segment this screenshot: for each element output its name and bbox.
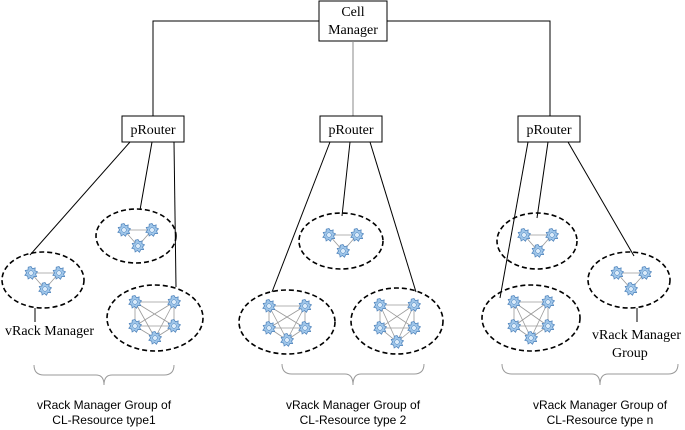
- server-node-icon: [262, 299, 276, 313]
- server-node-icon: [167, 295, 181, 309]
- vrack-manager-label: vRack Manager: [5, 324, 94, 339]
- vrack-cluster-1a: [1, 251, 85, 309]
- prouter-2-link-c: [369, 141, 417, 293]
- vrack-cluster-1c: [106, 284, 204, 352]
- cell-manager-box: Cell Manager: [318, 0, 388, 42]
- prouter-3-box: pRouter: [517, 115, 581, 143]
- group-3-caption-line2: CL-Resource type n: [547, 413, 654, 427]
- prouter-1-link-b: [139, 141, 153, 211]
- prouter-2-link-b: [341, 141, 351, 217]
- server-node-icon: [373, 298, 387, 312]
- server-node-icon: [507, 295, 521, 309]
- group-2-caption-line2: CL-Resource type 2: [300, 413, 407, 427]
- server-node-icon: [541, 319, 555, 333]
- server-node-icon: [128, 319, 142, 333]
- vrack-manager-group-label-line1: vRack Manager: [592, 328, 681, 343]
- prouter-2-link-a: [271, 141, 331, 293]
- server-node-icon: [610, 266, 624, 280]
- prouter-3-link-b: [536, 141, 549, 219]
- server-node-icon: [541, 295, 555, 309]
- server-node-icon: [298, 321, 312, 335]
- server-node-icon: [117, 223, 131, 237]
- vrack-cluster-3b: [481, 284, 581, 352]
- server-node-icon: [167, 319, 181, 333]
- vrack-cluster-3c: [587, 251, 671, 309]
- server-node-icon: [517, 228, 531, 242]
- vrack-cluster-2c: [350, 287, 444, 355]
- vrack-cluster-2a: [298, 212, 384, 270]
- prouter-3-link-a: [499, 141, 529, 299]
- server-node-icon: [322, 228, 336, 242]
- cell-to-prouter-1-link: [152, 20, 319, 116]
- server-node-icon: [507, 319, 521, 333]
- server-node-icon: [407, 298, 421, 312]
- cell-manager-label-line2: Manager: [328, 23, 378, 38]
- prouter-2-label: pRouter: [328, 123, 373, 138]
- vrack-manager-group-label-line2: Group: [612, 346, 648, 361]
- server-node-icon: [524, 331, 538, 345]
- server-node-icon: [128, 295, 142, 309]
- server-node-icon: [407, 321, 421, 335]
- group-3-caption-line1: vRack Manager Group of: [533, 398, 668, 412]
- cell-manager-label-line1: Cell: [341, 5, 364, 20]
- cell-to-prouter-3-link: [387, 20, 551, 116]
- prouter-1-link-c: [173, 141, 177, 288]
- server-node-icon: [280, 333, 294, 347]
- prouter-1-box: pRouter: [121, 115, 185, 143]
- server-node-icon: [148, 331, 162, 345]
- vrack-cluster-2b: [238, 289, 336, 355]
- group-2-brace: [281, 363, 425, 386]
- group-3-brace: [501, 363, 679, 386]
- vrack-cluster-1b: [95, 208, 177, 264]
- prouter-3-label: pRouter: [526, 123, 571, 138]
- server-node-icon: [390, 335, 404, 349]
- server-node-icon: [262, 321, 276, 335]
- group-1-brace: [33, 364, 175, 386]
- server-node-icon: [24, 266, 38, 280]
- vrack-cluster-3a: [496, 212, 578, 270]
- prouter-1-link-a: [29, 141, 131, 256]
- prouter-2-box: pRouter: [319, 115, 383, 143]
- group-2-caption-line1: vRack Manager Group of: [286, 398, 421, 412]
- prouter-3-link-c: [567, 141, 635, 257]
- group-1-caption-line1: vRack Manager Group of: [37, 398, 172, 412]
- server-node-icon: [373, 321, 387, 335]
- prouter-1-label: pRouter: [130, 123, 175, 138]
- group-1-caption-line2: CL-Resource type1: [52, 413, 156, 427]
- server-node-icon: [298, 299, 312, 313]
